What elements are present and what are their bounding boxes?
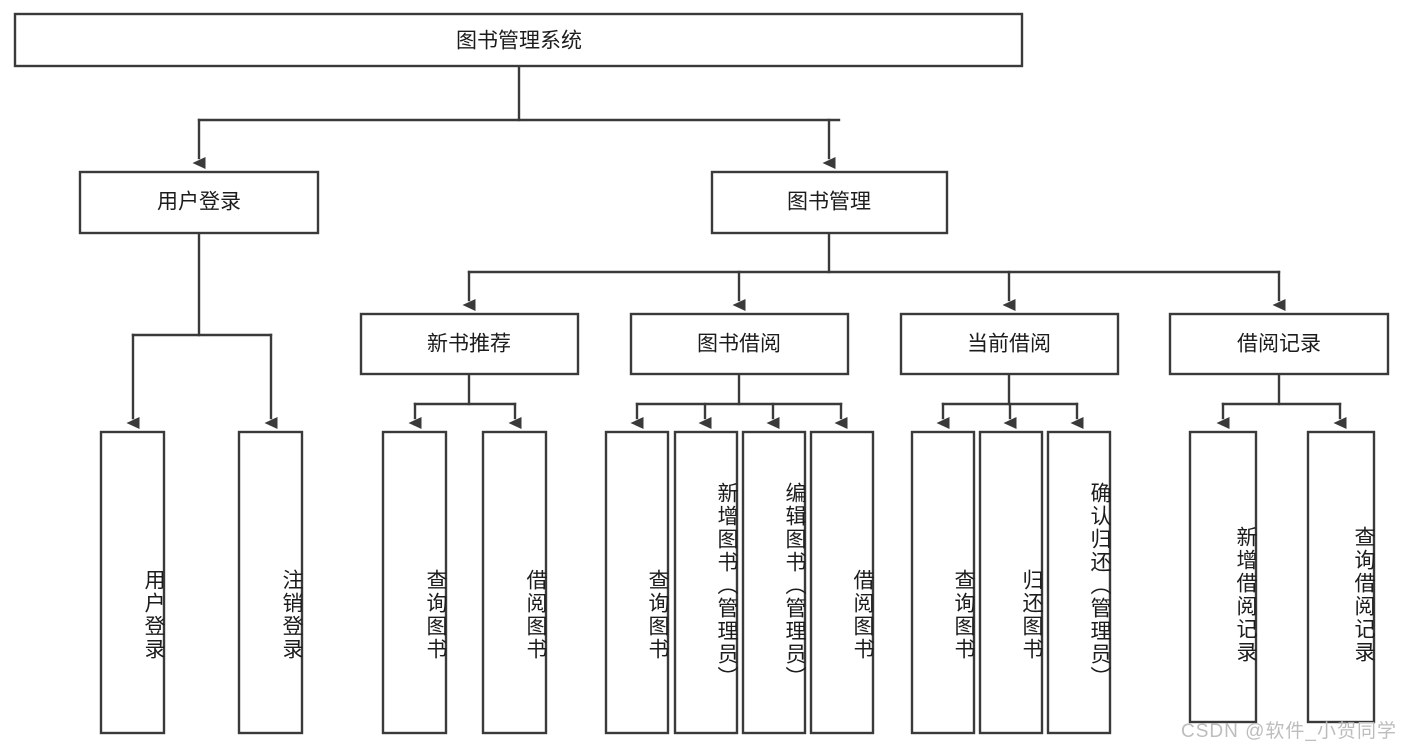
leaf-current-query[interactable]	[910, 430, 976, 735]
node-book-management-label: 图书管理	[787, 191, 871, 214]
node-book-borrow[interactable]	[629, 312, 850, 376]
node-book-management[interactable]	[710, 170, 949, 235]
connector-userlogin-to-leaves	[126, 231, 278, 429]
leaf-records-query-label: 查询借阅记录	[1352, 526, 1375, 664]
leaf-borrow-query-label: 查询图书	[646, 569, 669, 661]
leaf-borrow-lend-label: 借阅图书	[851, 569, 874, 661]
connector-records-to-leaves	[1216, 372, 1347, 429]
node-new-book-recommend[interactable]	[359, 312, 580, 376]
leaf-borrow-edit[interactable]	[741, 430, 807, 735]
node-book-borrow-label: 图书借阅	[697, 333, 781, 356]
leaf-newbook-query[interactable]	[381, 430, 448, 735]
leaf-current-return-label: 归还图书	[1020, 569, 1043, 661]
node-current-borrow[interactable]	[899, 312, 1120, 376]
leaf-records-add-label: 新增借阅记录	[1234, 526, 1257, 664]
connector-bookmgmt-to-level3	[462, 231, 1286, 311]
leaf-borrow-lend[interactable]	[809, 430, 875, 735]
node-new-book-recommend-label: 新书推荐	[427, 333, 511, 356]
node-current-borrow-label: 当前借阅	[967, 333, 1051, 356]
node-user-login[interactable]	[78, 170, 320, 235]
node-root-label: 图书管理系统	[456, 30, 582, 53]
leaf-current-return[interactable]	[978, 430, 1044, 735]
node-borrow-records[interactable]	[1168, 312, 1390, 376]
leaf-newbook-borrow[interactable]	[481, 430, 548, 735]
leaf-borrow-query[interactable]	[604, 430, 670, 735]
leaf-borrow-edit-label: 编辑图书（管理员）	[783, 481, 806, 689]
leaf-current-confirm[interactable]	[1046, 430, 1112, 735]
node-borrow-records-label: 借阅记录	[1237, 333, 1321, 356]
csdn-watermark: CSDN @软件_小贺同学	[1181, 721, 1397, 742]
connector-borrow-to-leaves	[630, 372, 848, 429]
leaf-records-query[interactable]	[1306, 430, 1376, 724]
node-user-login-label: 用户登录	[157, 191, 241, 214]
leaf-user-login-login-label: 用户登录	[142, 569, 165, 661]
leaf-user-login-logout[interactable]	[237, 430, 304, 735]
leaf-user-login-logout-label: 注销登录	[280, 569, 303, 661]
node-root[interactable]	[13, 12, 1024, 68]
connector-current-to-leaves	[936, 372, 1084, 429]
connector-root-to-level2	[192, 64, 841, 169]
leaf-borrow-add-label: 新增图书（管理员）	[715, 481, 738, 689]
leaf-borrow-add[interactable]	[673, 430, 739, 735]
leaf-user-login-login[interactable]	[99, 430, 166, 735]
leaf-current-confirm-label: 确认归还（管理员）	[1088, 481, 1111, 689]
leaf-current-query-label: 查询图书	[952, 569, 975, 661]
connector-newbook-to-leaves	[408, 372, 522, 429]
leaf-records-add[interactable]	[1188, 430, 1258, 724]
leaf-newbook-query-label: 查询图书	[424, 569, 447, 661]
leaf-newbook-borrow-label: 借阅图书	[524, 569, 547, 661]
